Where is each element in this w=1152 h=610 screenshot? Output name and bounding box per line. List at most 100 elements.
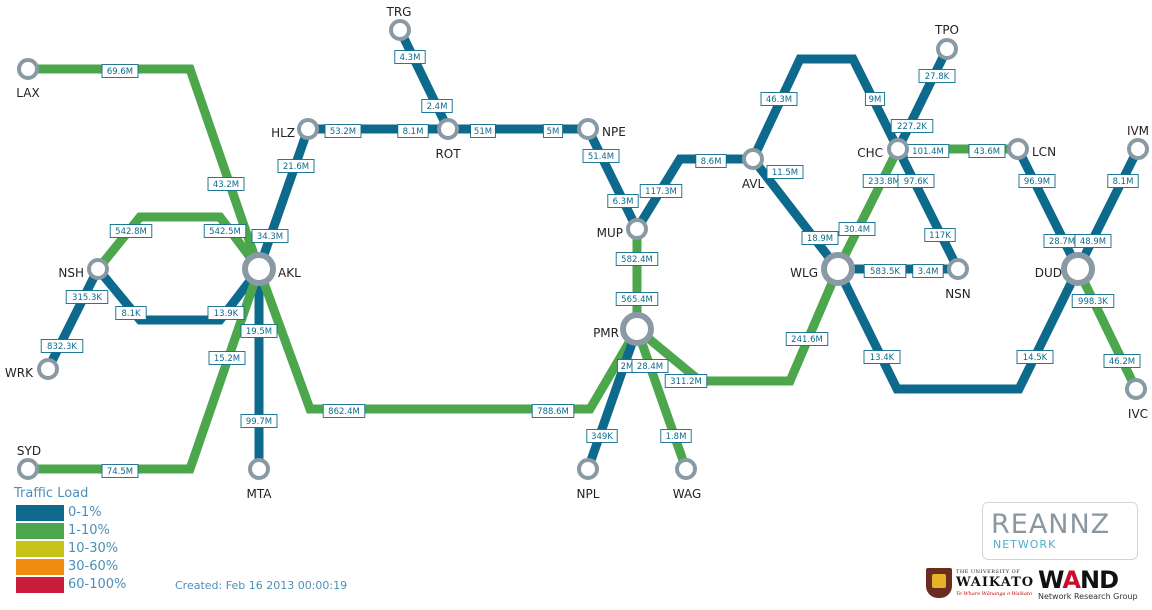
node-wrk[interactable]: [37, 358, 59, 380]
link-label-box: [863, 264, 907, 278]
node-nsh[interactable]: [87, 258, 109, 280]
node-lax[interactable]: [17, 58, 39, 80]
node-label-akl: AKL: [278, 266, 301, 280]
link-lax-akl: [28, 64, 264, 271]
link-label-box: [912, 264, 944, 278]
node-label-nsh: NSH: [58, 266, 84, 280]
link-label-box: [924, 228, 956, 242]
link-nsh-akl-top: [94, 212, 263, 272]
link-label: 582.4M: [615, 252, 659, 266]
node-ivc[interactable]: [1125, 378, 1147, 400]
link-label-text: 46.2M: [1109, 357, 1135, 367]
node-hlz[interactable]: [297, 118, 319, 140]
legend-swatch: [16, 523, 64, 539]
node-chc[interactable]: [887, 138, 909, 160]
link-label-box: [1016, 350, 1054, 364]
link-label-text: 241.6M: [791, 335, 823, 345]
node-akl[interactable]: [242, 252, 276, 286]
link-label-text: 6.3M: [613, 197, 634, 207]
link-label-text: 43.2M: [213, 180, 239, 190]
node-mup[interactable]: [626, 218, 648, 240]
link-label-box: [864, 92, 886, 106]
legend-label: 0-1%: [68, 505, 102, 520]
link-lcn-dud: [1013, 146, 1083, 272]
node-mta[interactable]: [248, 458, 270, 480]
link-label: 8.1K: [115, 306, 147, 320]
waikato-logo-name: WAIKATO: [956, 575, 1035, 590]
link-label: 315.3K: [65, 290, 109, 304]
link-label: 349K: [586, 429, 618, 443]
link-label-box: [615, 292, 659, 306]
link-label-text: 43.6M: [974, 147, 1000, 157]
node-label-pmr: PMR: [593, 326, 619, 340]
link-label: 46.2M: [1103, 354, 1141, 368]
node-npl[interactable]: [577, 458, 599, 480]
link-label-text: 349K: [591, 432, 613, 442]
link-label-text: 227.2K: [897, 122, 927, 132]
link-label-text: 4.3M: [400, 53, 421, 63]
link-label-box: [918, 69, 956, 83]
link-label: 101.4M: [906, 144, 950, 158]
wand-logo-sub: Network Research Group: [1038, 592, 1138, 601]
node-trg[interactable]: [389, 19, 411, 41]
link-label-text: 5M: [547, 127, 560, 137]
link-label-text: 13.4K: [870, 353, 895, 363]
link-label: 99.7M: [240, 414, 278, 428]
link-label-text: 15.2M: [214, 354, 240, 364]
link-label-text: 542.8M: [115, 227, 147, 237]
link-label-box: [101, 464, 139, 478]
link-label-text: 542.5M: [209, 227, 241, 237]
link-label-box: [607, 194, 639, 208]
link-label-box: [240, 324, 278, 338]
link-label-text: 11.5M: [772, 168, 798, 178]
node-syd[interactable]: [17, 458, 39, 480]
link-label: 565.4M: [615, 292, 659, 306]
node-rot[interactable]: [437, 118, 459, 140]
node-label-dud: DUD: [1035, 266, 1062, 280]
link-label: 51M: [470, 124, 496, 138]
link-label: 862.4M: [322, 404, 366, 418]
node-label-chc: CHC: [857, 146, 883, 160]
node-label-trg: TRG: [386, 5, 412, 19]
link-label-text: 8.1M: [403, 127, 424, 137]
link-chc-tpo: [893, 47, 952, 151]
node-wag[interactable]: [675, 458, 697, 480]
link-label-box: [251, 229, 289, 243]
node-label-tpo: TPO: [934, 23, 959, 37]
node-ivm[interactable]: [1127, 138, 1149, 160]
link-label: 8.1M: [397, 124, 429, 138]
link-label-box: [766, 165, 804, 179]
node-label-hlz: HLZ: [271, 126, 295, 140]
link-label-text: 34.3M: [257, 232, 283, 242]
node-avl[interactable]: [742, 148, 764, 170]
node-label-wlg: WLG: [790, 266, 818, 280]
link-label: 43.2M: [207, 177, 245, 191]
node-label-lcn: LCN: [1032, 145, 1056, 159]
link-label: 5M: [542, 124, 564, 138]
node-pmr[interactable]: [620, 312, 654, 346]
node-nsn[interactable]: [947, 258, 969, 280]
node-tpo[interactable]: [936, 38, 958, 60]
link-avl-chc: [748, 54, 903, 161]
link-label: 117K: [924, 228, 956, 242]
link-label-box: [1103, 354, 1141, 368]
link-label-text: 583.5K: [870, 267, 900, 277]
link-label-box: [421, 99, 453, 113]
link-label-text: 582.4M: [621, 255, 653, 265]
link-label-box: [40, 339, 84, 353]
node-dud[interactable]: [1061, 252, 1095, 286]
node-wlg[interactable]: [821, 252, 855, 286]
node-label-wag: WAG: [673, 487, 702, 501]
reannz-logo-sub: NETWORK: [993, 538, 1057, 551]
link-label-text: 13.9K: [214, 309, 239, 319]
link-label: 30.4M: [838, 222, 876, 236]
node-lcn[interactable]: [1007, 138, 1029, 160]
link-label-box: [208, 351, 246, 365]
node-label-mta: MTA: [247, 487, 273, 501]
link-label-text: 8.1K: [121, 309, 141, 319]
link-label: 19.5M: [240, 324, 278, 338]
node-npe[interactable]: [577, 118, 599, 140]
link-label-text: 30.4M: [844, 225, 870, 235]
node-label-nsn: NSN: [945, 287, 971, 301]
